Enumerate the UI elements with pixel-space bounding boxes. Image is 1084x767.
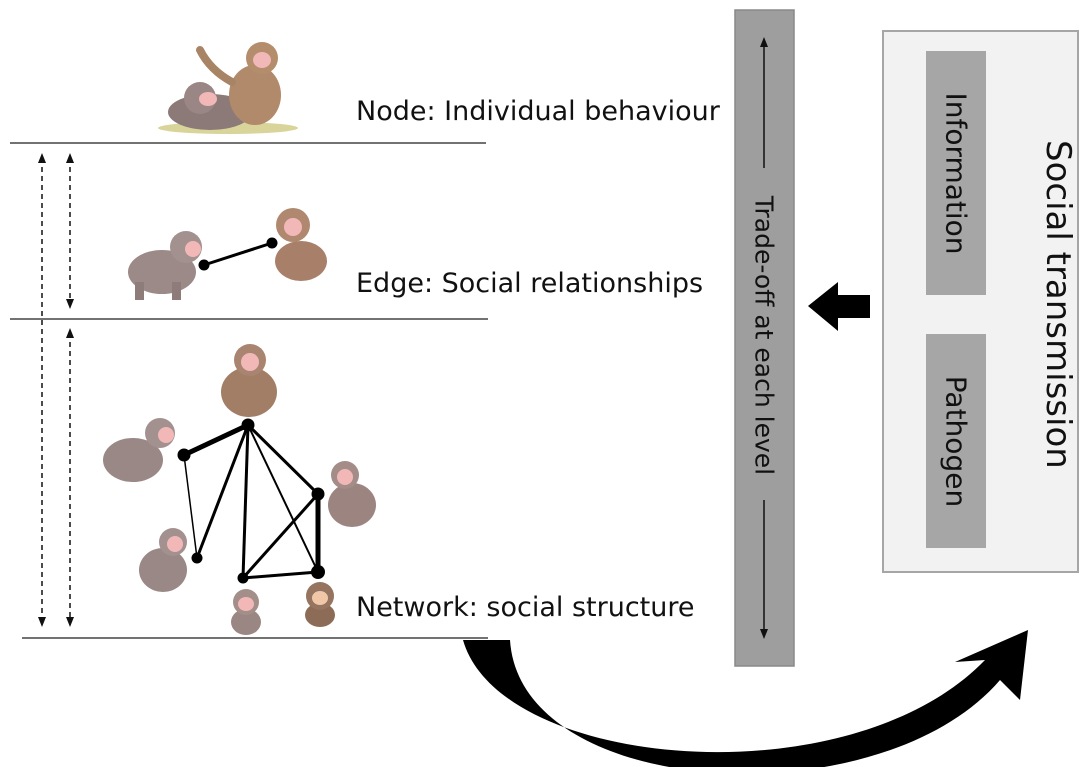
edge-monkey-right [275,208,327,281]
network-edge-e-f [242,570,319,580]
curved-feedback-arrow [463,630,1028,767]
tradeoff-label: Trade-off at each level [749,195,779,476]
information-box [926,51,986,295]
network-edge-a-e [241,424,250,579]
left-block-arrow [808,282,870,331]
network-node-bottom-middle [237,572,249,584]
edge-node-left [198,259,210,271]
network-edge-a-c [195,424,250,559]
grooming-monkeys-illustration [158,42,298,134]
social-transmission-title: Social transmission [1038,140,1078,469]
edge-connection-line [203,241,273,267]
network-edges [182,422,321,580]
network-edge-a-f [247,424,319,573]
information-label: Information [939,92,973,255]
network-level-label: Network: social structure [356,592,695,623]
network-node-top [241,418,255,432]
node-level-label: Node: Individual behaviour [356,96,720,127]
edge-node-right [266,237,278,249]
pathogen-box [926,334,986,548]
network-monkey-baby-left [231,589,261,635]
network-monkey-top [221,344,277,417]
network-monkey-left [103,418,175,482]
network-node-left [177,448,191,462]
network-edge-a-b [182,422,250,458]
network-node-right [311,487,325,501]
network-node-bottom-right [311,565,325,579]
edge-level-label: Edge: Social relationships [356,268,704,299]
network-monkey-bottom-left [139,528,187,592]
network-monkey-right [328,461,376,527]
network-node-bottom-left [191,552,203,564]
edge-monkey-left [128,231,202,300]
network-edge-d-e [241,493,320,579]
pathogen-label: Pathogen [939,375,973,508]
network-edge-b-c [183,454,198,559]
network-edge-a-d [246,423,320,496]
network-nodes [177,418,325,584]
network-monkey-baby-right [305,582,335,627]
